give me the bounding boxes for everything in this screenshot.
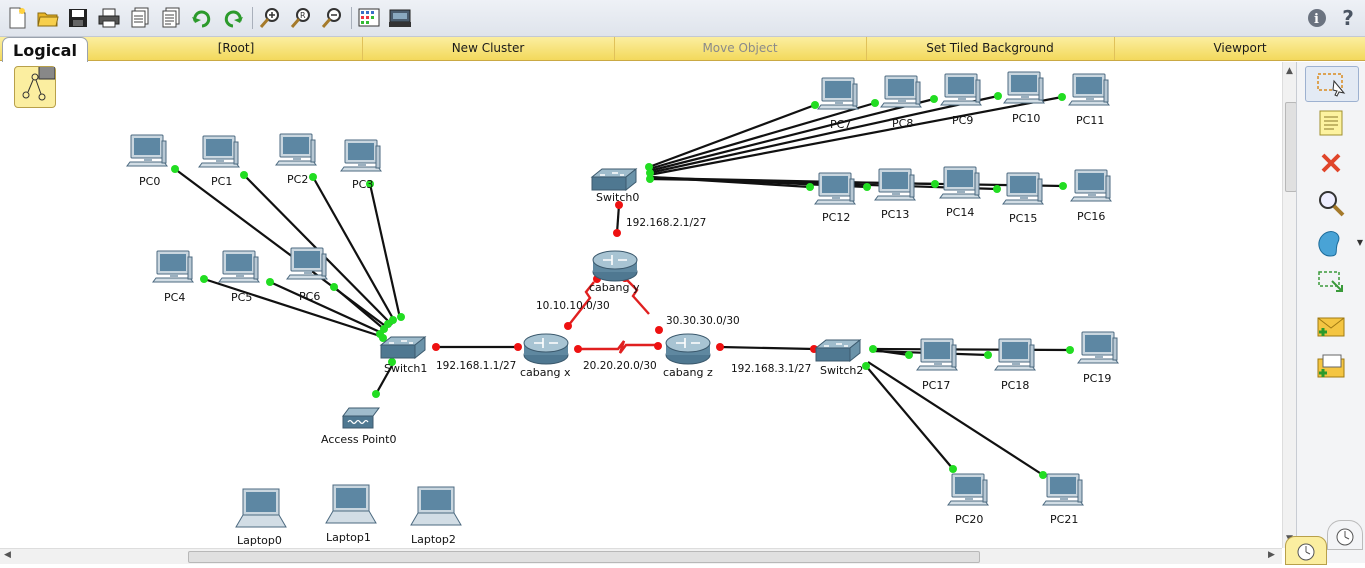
realtime-mode-icon[interactable] bbox=[1327, 520, 1363, 550]
cabang-y-label: cabang y bbox=[589, 281, 640, 294]
print-icon[interactable] bbox=[97, 6, 121, 30]
pc5-label: PC5 bbox=[231, 291, 252, 304]
root-button[interactable]: [Root] bbox=[110, 37, 363, 60]
pc18-label: PC18 bbox=[1001, 379, 1029, 392]
vertical-scrollbar[interactable]: ▲ ▼ bbox=[1282, 62, 1297, 548]
viewport-button[interactable]: Viewport bbox=[1213, 41, 1267, 55]
xz-network-label: 20.20.20.0/30 bbox=[583, 360, 657, 372]
pc12-label: PC12 bbox=[822, 211, 850, 224]
access-point0-label: Access Point0 bbox=[321, 433, 396, 446]
laptop1-label: Laptop1 bbox=[326, 531, 371, 544]
custom-device-icon[interactable] bbox=[388, 6, 412, 30]
navigation-panel-icon[interactable] bbox=[14, 64, 56, 108]
pc7-label: PC7 bbox=[830, 118, 851, 131]
pc16-label: PC16 bbox=[1077, 210, 1105, 223]
logical-workspace-tab[interactable]: Logical bbox=[2, 37, 88, 65]
set-tiled-background-button[interactable]: Set Tiled Background bbox=[866, 37, 1115, 60]
note-icon[interactable] bbox=[1305, 106, 1357, 140]
zoom-out-icon[interactable] bbox=[320, 6, 344, 30]
yz-network-label: 30.30.30.0/30 bbox=[666, 315, 740, 327]
horizontal-scroll-thumb[interactable] bbox=[188, 551, 980, 563]
switch0-label: Switch0 bbox=[596, 191, 639, 204]
switch2-label: Switch2 bbox=[820, 364, 863, 377]
resize-icon[interactable] bbox=[1305, 266, 1357, 300]
pc2-label: PC2 bbox=[287, 173, 308, 186]
topology-canvas[interactable]: PC0 PC1 PC2 PC3 PC4 PC5 PC6 PC7 PC8 PC9 … bbox=[0, 62, 1282, 548]
help-glyph: ? bbox=[1342, 6, 1354, 30]
simulation-clock-icon[interactable] bbox=[1285, 536, 1327, 565]
info-icon[interactable]: i bbox=[1305, 6, 1329, 30]
scroll-up-icon[interactable]: ▲ bbox=[1286, 66, 1293, 76]
pc1-label: PC1 bbox=[211, 175, 232, 188]
pc20-label: PC20 bbox=[955, 513, 983, 526]
dropdown-arrow-icon[interactable]: ▼ bbox=[1356, 238, 1363, 247]
zoom-in-icon[interactable] bbox=[258, 6, 282, 30]
network-labels: 192.168.2.1/27 192.168.1.1/27 192.168.3.… bbox=[436, 217, 811, 375]
pc14-label: PC14 bbox=[946, 206, 974, 219]
toolbar-separator bbox=[351, 7, 352, 29]
pc0-label: PC0 bbox=[139, 175, 160, 188]
pc10-label: PC10 bbox=[1012, 112, 1040, 125]
zoom-reset-icon[interactable]: R bbox=[289, 6, 313, 30]
palette-icon[interactable] bbox=[357, 6, 381, 30]
switch1-label: Switch1 bbox=[384, 362, 427, 375]
inspect-icon[interactable] bbox=[1305, 186, 1357, 220]
select-icon[interactable] bbox=[1305, 66, 1359, 102]
serial-links bbox=[567, 277, 660, 354]
edit-icon[interactable] bbox=[159, 6, 183, 30]
pc8-label: PC8 bbox=[892, 117, 913, 130]
svg-text:R: R bbox=[300, 11, 306, 20]
sw0-network-label: 192.168.2.1/27 bbox=[626, 217, 706, 229]
save-icon[interactable] bbox=[66, 6, 90, 30]
add-complex-pdu-icon[interactable] bbox=[1305, 350, 1357, 384]
pc17-label: PC17 bbox=[922, 379, 950, 392]
horizontal-scrollbar[interactable]: ◀ ▶ bbox=[0, 548, 1282, 564]
workspace-nav-bar: [Root] New Cluster Move Object Set Tiled… bbox=[0, 37, 1365, 61]
laptop2-label: Laptop2 bbox=[411, 533, 456, 546]
pc11-label: PC11 bbox=[1076, 114, 1104, 127]
laptop-icons[interactable] bbox=[235, 484, 462, 528]
activity-wizard-icon[interactable] bbox=[128, 6, 152, 30]
pc13-label: PC13 bbox=[881, 208, 909, 221]
cabang-z-label: cabang z bbox=[663, 366, 713, 379]
delete-icon[interactable] bbox=[1305, 146, 1357, 180]
toolbar-separator bbox=[252, 7, 253, 29]
switch2-links bbox=[719, 345, 1071, 476]
xy-network-label: 10.10.10.0/30 bbox=[536, 300, 610, 312]
help-icon[interactable]: ? bbox=[1336, 6, 1360, 30]
svg-text:i: i bbox=[1314, 12, 1319, 27]
pc15-label: PC15 bbox=[1009, 212, 1037, 225]
sw2-network-label: 192.168.3.1/27 bbox=[731, 363, 811, 375]
pc21-label: PC21 bbox=[1050, 513, 1078, 526]
pc4-label: PC4 bbox=[164, 291, 185, 304]
laptop0-label: Laptop0 bbox=[237, 534, 282, 547]
access-point-icon[interactable] bbox=[342, 407, 380, 429]
redo-icon[interactable] bbox=[221, 6, 245, 30]
scroll-left-icon[interactable]: ◀ bbox=[4, 550, 11, 560]
new-cluster-button[interactable]: New Cluster bbox=[362, 37, 615, 60]
main-toolbar: R i ? bbox=[0, 0, 1365, 37]
draw-shape-icon[interactable]: ▼ bbox=[1305, 226, 1363, 260]
cabang-x-label: cabang x bbox=[520, 366, 571, 379]
move-object-button[interactable]: Move Object bbox=[614, 37, 867, 60]
add-simple-pdu-icon[interactable] bbox=[1305, 310, 1357, 344]
sw1-network-label: 192.168.1.1/27 bbox=[436, 360, 516, 372]
undo-icon[interactable] bbox=[190, 6, 214, 30]
pc19-label: PC19 bbox=[1083, 372, 1111, 385]
open-folder-icon[interactable] bbox=[36, 6, 60, 30]
pc9-label: PC9 bbox=[952, 114, 973, 127]
scroll-right-icon[interactable]: ▶ bbox=[1268, 550, 1275, 560]
pc6-label: PC6 bbox=[299, 290, 320, 303]
new-file-icon[interactable] bbox=[5, 6, 29, 30]
link-indicators bbox=[171, 92, 1074, 479]
common-tools-bar: ▼ bbox=[1285, 62, 1365, 565]
device-labels: PC0 PC1 PC2 PC3 PC4 PC5 PC6 PC7 PC8 PC9 … bbox=[139, 112, 1111, 547]
topology-diagram: PC0 PC1 PC2 PC3 PC4 PC5 PC6 PC7 PC8 PC9 … bbox=[126, 71, 1119, 547]
pc3-label: PC3 bbox=[352, 178, 373, 191]
